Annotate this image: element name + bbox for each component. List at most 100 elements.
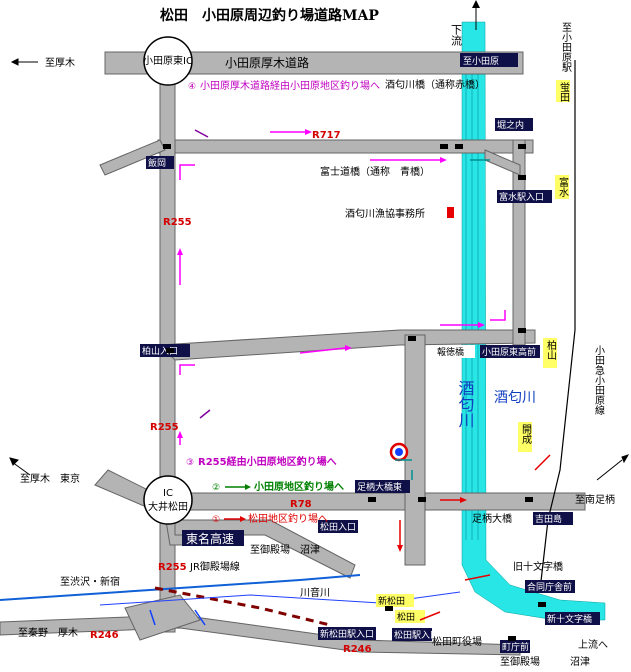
road-label-r246-left: R246 xyxy=(90,630,119,641)
oi-matsuda-ic: IC 大井松田 xyxy=(143,475,193,525)
sign-odawara-higashi-koko: 小田原東高前 xyxy=(480,345,540,358)
svg-text:開成: 開成 xyxy=(520,424,532,445)
map-title: 松田 小田原周辺釣り場道路MAP xyxy=(160,7,379,24)
dir-hadano-atsugi: 至秦野 厚木 xyxy=(18,626,78,639)
compass: 下流 xyxy=(450,0,480,46)
road-odawara-atsugi xyxy=(104,51,524,75)
sign-matsuda-station: 松田駅入口 xyxy=(392,628,439,641)
road-label-r78: R78 xyxy=(290,499,312,510)
svg-text:①: ① xyxy=(212,515,220,525)
intersection-signs: 至小田原 飯岡 堀之内 富水駅入口 柏山入口 報徳橋 小田原東高前 足柄大橋東 xyxy=(140,53,600,653)
svg-text:R255経由小田原地区釣り場へ: R255経由小田原地区釣り場へ xyxy=(198,455,337,468)
road-label-r246-bottom: R246 xyxy=(343,644,372,655)
svg-text:小田原厚木道路経由小田原地区釣り場へ: 小田原厚木道路経由小田原地区釣り場へ xyxy=(200,79,380,92)
dir-minami-ashigara: 至南足柄 xyxy=(575,493,615,506)
river-label-kawaoto: 川音川 xyxy=(300,586,330,599)
kb-marker-icon xyxy=(389,442,409,462)
svg-text:富水駅入口: 富水駅入口 xyxy=(499,191,544,203)
kawaoto-river xyxy=(99,591,461,606)
sign-matsuda-entrance: 松田入口 xyxy=(318,520,358,533)
sign-tomizu-station: 富水駅入口 xyxy=(497,190,552,203)
road-label-r255-bottom: R255 xyxy=(158,562,187,573)
tomei-label: 東名高速 xyxy=(186,531,234,546)
sign-shin-matsuda: 新松田 xyxy=(376,594,414,607)
sign-shin-matsuda-station: 新松田駅入口 xyxy=(318,627,376,640)
svg-text:柏山: 柏山 xyxy=(545,339,557,360)
svg-text:新十文字橋: 新十文字橋 xyxy=(547,613,592,625)
svg-text:松田入口: 松田入口 xyxy=(320,521,356,533)
place-labels: 酒匂川橋（通称赤橋） 富士道橋（通称 青橋） 酒匂川漁協事務所 足柄大橋 旧十文… xyxy=(320,78,563,648)
fishing-coop-marker xyxy=(447,207,454,218)
odawara-higashi-ic: 小田原東IC xyxy=(143,36,193,86)
svg-text:松田駅入口: 松田駅入口 xyxy=(394,629,439,641)
direction-arrows xyxy=(9,58,630,481)
sign-hotarada: 蛍田 xyxy=(556,80,570,102)
svg-text:蛍田: 蛍田 xyxy=(558,81,570,102)
sign-hosonomon: 堀之内 xyxy=(495,118,533,131)
label-kyu-jujibashi: 旧十文字橋 xyxy=(513,560,563,573)
river-label-sakawa: 酒匂川 xyxy=(456,380,475,428)
road-label-r717: R717 xyxy=(312,130,341,141)
sign-kaisei: 開成 xyxy=(518,422,532,452)
route-arrows xyxy=(149,129,551,626)
svg-text:松田: 松田 xyxy=(397,611,415,623)
dir-odawara-sta: 至小田原駅 xyxy=(560,22,572,73)
river-label-sakawa-horizontal: 酒匂川 xyxy=(494,390,536,406)
rail-label-jr: JR御殿場線 xyxy=(189,560,240,573)
dir-shibuya-shinjuku: 至渋沢・新宿 xyxy=(60,575,120,588)
dir-upstream: 上流へ xyxy=(578,638,608,651)
tomei-sign: 東名高速 xyxy=(182,530,244,546)
svg-text:小田原東高前: 小田原東高前 xyxy=(482,346,536,358)
road-label-r255-lower: R255 xyxy=(150,422,179,433)
label-fishing-coop: 酒匂川漁協事務所 xyxy=(345,207,425,220)
ic-label-odawara-higashi: 小田原東IC xyxy=(143,54,193,67)
sakawa-river xyxy=(461,21,606,621)
svg-text:至小田原: 至小田原 xyxy=(463,56,499,67)
dashed-rail xyxy=(154,586,331,627)
road-label-r255-upper: R255 xyxy=(163,217,192,228)
annot-r255: ③ R255経由小田原地区釣り場へ xyxy=(186,455,337,468)
road-lower-left xyxy=(124,594,201,641)
svg-text:飯岡: 飯岡 xyxy=(148,157,166,169)
jr-gotemba-line xyxy=(0,574,361,601)
compass-downstream-label: 下流 xyxy=(450,24,463,46)
svg-text:小田原地区釣り場へ: 小田原地区釣り場へ xyxy=(253,480,344,493)
dir-gotemba-numazu: 至御殿場 沼津 xyxy=(250,543,320,556)
sign-matsuda-nishi: 松田 xyxy=(395,610,425,623)
label-fuji-bridge: 富士道橋（通称 青橋） xyxy=(320,165,430,178)
svg-text:堀之内: 堀之内 xyxy=(497,119,524,131)
svg-text:合同庁舎前: 合同庁舎前 xyxy=(527,581,572,593)
sign-shi-odawara: 至小田原 xyxy=(460,53,518,67)
sign-yoshidajima: 吉田島 xyxy=(533,512,573,525)
svg-text:新松田: 新松田 xyxy=(378,595,405,607)
ic-label-bottom: 大井松田 xyxy=(148,500,188,513)
svg-text:③: ③ xyxy=(186,458,194,468)
svg-text:富水: 富水 xyxy=(557,176,569,197)
odakyu-line xyxy=(539,60,576,591)
sign-kashiyama-vertical: 柏山 xyxy=(543,338,557,368)
direction-labels: 至厚木 至小田原駅 至厚木 東京 至南足柄 至御殿場 沼津 至渋沢・新宿 至秦野… xyxy=(18,22,615,668)
rail-lines xyxy=(0,60,576,627)
svg-text:新松田駅入口: 新松田駅入口 xyxy=(320,628,374,640)
dir-numazu-bottom: 沼津 xyxy=(570,655,590,668)
dir-atsugi-tokyo: 至厚木 東京 xyxy=(20,472,80,485)
ic-label-top: IC xyxy=(163,488,173,499)
svg-text:町庁前: 町庁前 xyxy=(502,641,529,653)
sign-kashiyama: 柏山入口 xyxy=(140,344,190,357)
label-matsuda-town-hall: 松田町役場 xyxy=(432,635,482,648)
sign-ashigara-ohashi-higashi: 足柄大橋東 xyxy=(355,480,410,493)
road-label-odawara-atsugi: 小田原厚木道路 xyxy=(225,55,309,70)
sign-shin-jujibashi: 新十文字橋 xyxy=(545,612,600,625)
sign-godo-chosha: 合同庁舎前 xyxy=(525,580,575,593)
road-r246 xyxy=(0,614,521,656)
svg-text:松田地区釣り場へ: 松田地区釣り場へ xyxy=(248,512,328,525)
traffic-signals xyxy=(163,144,546,641)
road-r717 xyxy=(157,139,534,154)
label-ashigara-ohashi: 足柄大橋 xyxy=(472,512,512,525)
label-sakawa-bridge: 酒匂川橋（通称赤橋） xyxy=(385,78,485,91)
svg-text:報徳橋: 報徳橋 xyxy=(437,346,464,358)
sign-iioka: 飯岡 xyxy=(146,156,174,169)
sign-town-office: 町庁前 xyxy=(500,640,530,653)
svg-text:吉田島: 吉田島 xyxy=(535,513,562,525)
